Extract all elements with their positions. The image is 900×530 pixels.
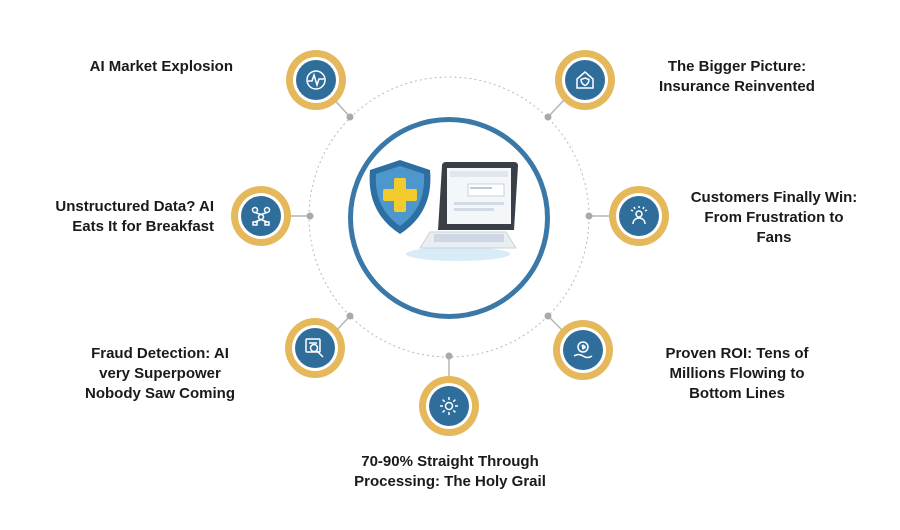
shield-laptop-icon <box>369 160 518 261</box>
label-straight-through: 70-90% Straight Through Processing: The … <box>354 453 546 490</box>
node-bigger-picture <box>555 50 615 110</box>
label-customers-win: Customers Finally Win: From Frustration … <box>690 189 858 246</box>
happy-customer-icon <box>630 206 648 225</box>
pulse-chart-icon <box>306 70 326 90</box>
node-fraud-detection <box>285 318 345 378</box>
money-hand-icon <box>573 341 593 359</box>
label-unstructured-data: Unstructured Data? AI Eats It for Breakf… <box>55 198 214 235</box>
label-bigger-picture: The Bigger Picture: Insurance Reinvented <box>659 58 815 95</box>
node-ai-market <box>286 50 346 110</box>
magnifier-document-icon <box>305 338 324 358</box>
label-ai-market: AI Market Explosion <box>89 58 233 75</box>
house-shield-icon <box>576 71 594 89</box>
data-network-icon <box>251 206 271 226</box>
gear-process-icon <box>440 397 458 415</box>
node-unstructured-data <box>231 186 291 246</box>
node-customers-win <box>609 186 669 246</box>
node-straight-through <box>419 376 479 436</box>
node-proven-roi <box>553 320 613 380</box>
label-fraud-detection: Fraud Detection: AI very Superpower Nobo… <box>85 345 235 402</box>
label-proven-roi: Proven ROI: Tens of Millions Flowing to … <box>665 345 809 402</box>
